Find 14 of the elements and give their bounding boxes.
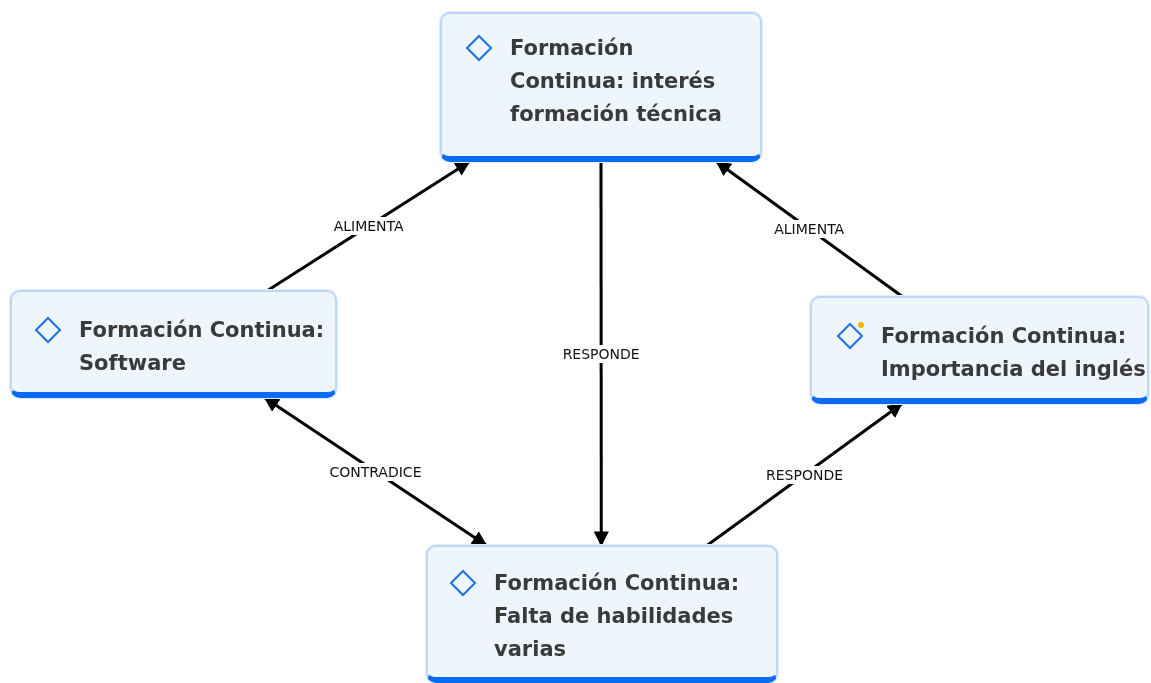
arrow (715, 160, 903, 298)
card-title: Formación Continua: interés formación técnica (510, 35, 723, 128)
arrow (593, 162, 609, 547)
card-title: Formación Continua: Falta de habilidades varias (494, 570, 741, 663)
topic-card (440, 12, 762, 162)
arrow (267, 160, 471, 292)
topic-card (810, 296, 1149, 404)
edge-label: ALIMENTA (330, 217, 407, 235)
arrow (706, 402, 903, 547)
card-title: Formación Continua: Importancia del inglés (881, 323, 1146, 383)
topic-card (426, 545, 778, 683)
arrow (263, 396, 488, 547)
card-title: Formación Continua: Software (79, 317, 326, 377)
topic-card (10, 290, 337, 398)
